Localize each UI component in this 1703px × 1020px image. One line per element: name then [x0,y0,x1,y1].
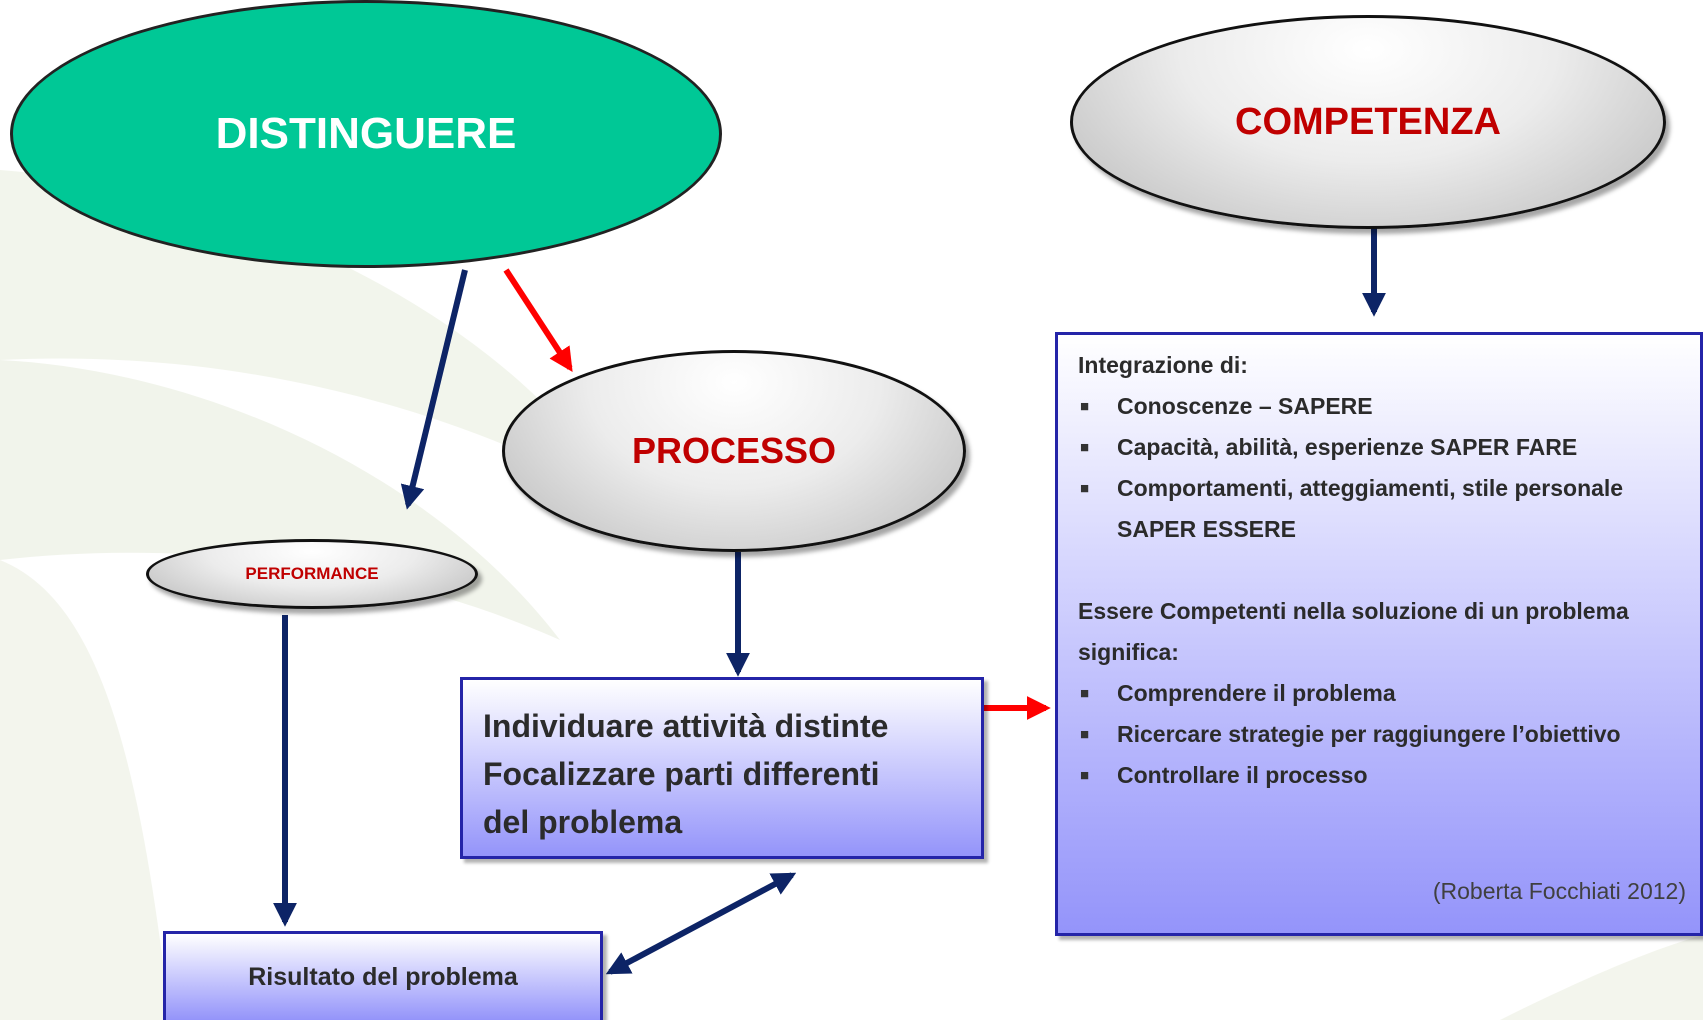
list-item: ■ Conoscenze – SAPERE [1078,386,1667,427]
integration-list: ■ Conoscenze – SAPERE ■ Capacità, abilità,… [1078,386,1700,550]
activities-line: Focalizzare parti differenti [483,756,880,792]
processo-label: PROCESSO [631,430,837,471]
list-item: ■ Comprendere il problema [1078,673,1667,714]
square-bullet-icon: ■ [1080,685,1090,702]
list-item-text: Capacità, abilità, esperienze SAPER FARE [1117,434,1578,460]
performance-label: PERFORMANCE [245,564,379,583]
activities-box: Individuare attività distinte Focalizzar… [460,677,984,859]
list-item-text: Comprendere il problema [1117,680,1396,706]
performance-node: PERFORMANCE [146,539,478,609]
arrow-distinguere-to-processo [503,268,573,373]
square-bullet-icon: ■ [1080,726,1090,743]
citation: (Roberta Focchiati 2012) [1432,878,1686,904]
square-bullet-icon: ■ [1080,480,1090,497]
list-item: ■ Ricercare strategie per raggiungere l’o… [1078,714,1667,755]
activities-line: del problema [483,804,683,840]
list-item: ■ Comportamenti, atteggiamenti, stile per… [1078,468,1667,550]
processo-node: PROCESSO [502,350,966,552]
distinguere-node: DISTINGUERE [10,0,722,268]
competenza-label: COMPETENZA [1235,100,1501,143]
competence-box: Integrazione di: ■ Conoscenze – SAPERE ■ C… [1055,332,1703,936]
competence-definition-header: Essere Competenti nella soluzione di un … [1078,598,1629,665]
definition-list: ■ Comprendere il problema ■ Ricercare stra… [1078,673,1700,796]
list-item-text: Controllare il processo [1117,762,1368,788]
square-bullet-icon: ■ [1080,398,1090,415]
list-item-text: Comportamenti, atteggiamenti, stile pers… [1117,475,1624,542]
distinguere-label: DISTINGUERE [215,109,517,158]
square-bullet-icon: ■ [1080,439,1090,456]
list-item-text: Conoscenze – SAPERE [1117,393,1373,419]
competenza-node: COMPETENZA [1070,15,1666,229]
list-item-text: Ricercare strategie per raggiungere l’ob… [1117,721,1621,747]
activities-line: Individuare attività distinte [483,708,889,744]
arrow-result-activities-bidirectional [605,872,797,975]
result-box: Risultato del problema [163,931,603,1020]
list-item: ■ Capacità, abilità, esperienze SAPER FAR… [1078,427,1667,468]
spacer [1078,550,1700,591]
list-item: ■ Controllare il processo [1078,755,1667,796]
square-bullet-icon: ■ [1080,767,1090,784]
arrow-distinguere-to-performance [400,269,468,510]
result-label: Risultato del problema [248,962,518,991]
integration-header: Integrazione di: [1078,352,1248,378]
